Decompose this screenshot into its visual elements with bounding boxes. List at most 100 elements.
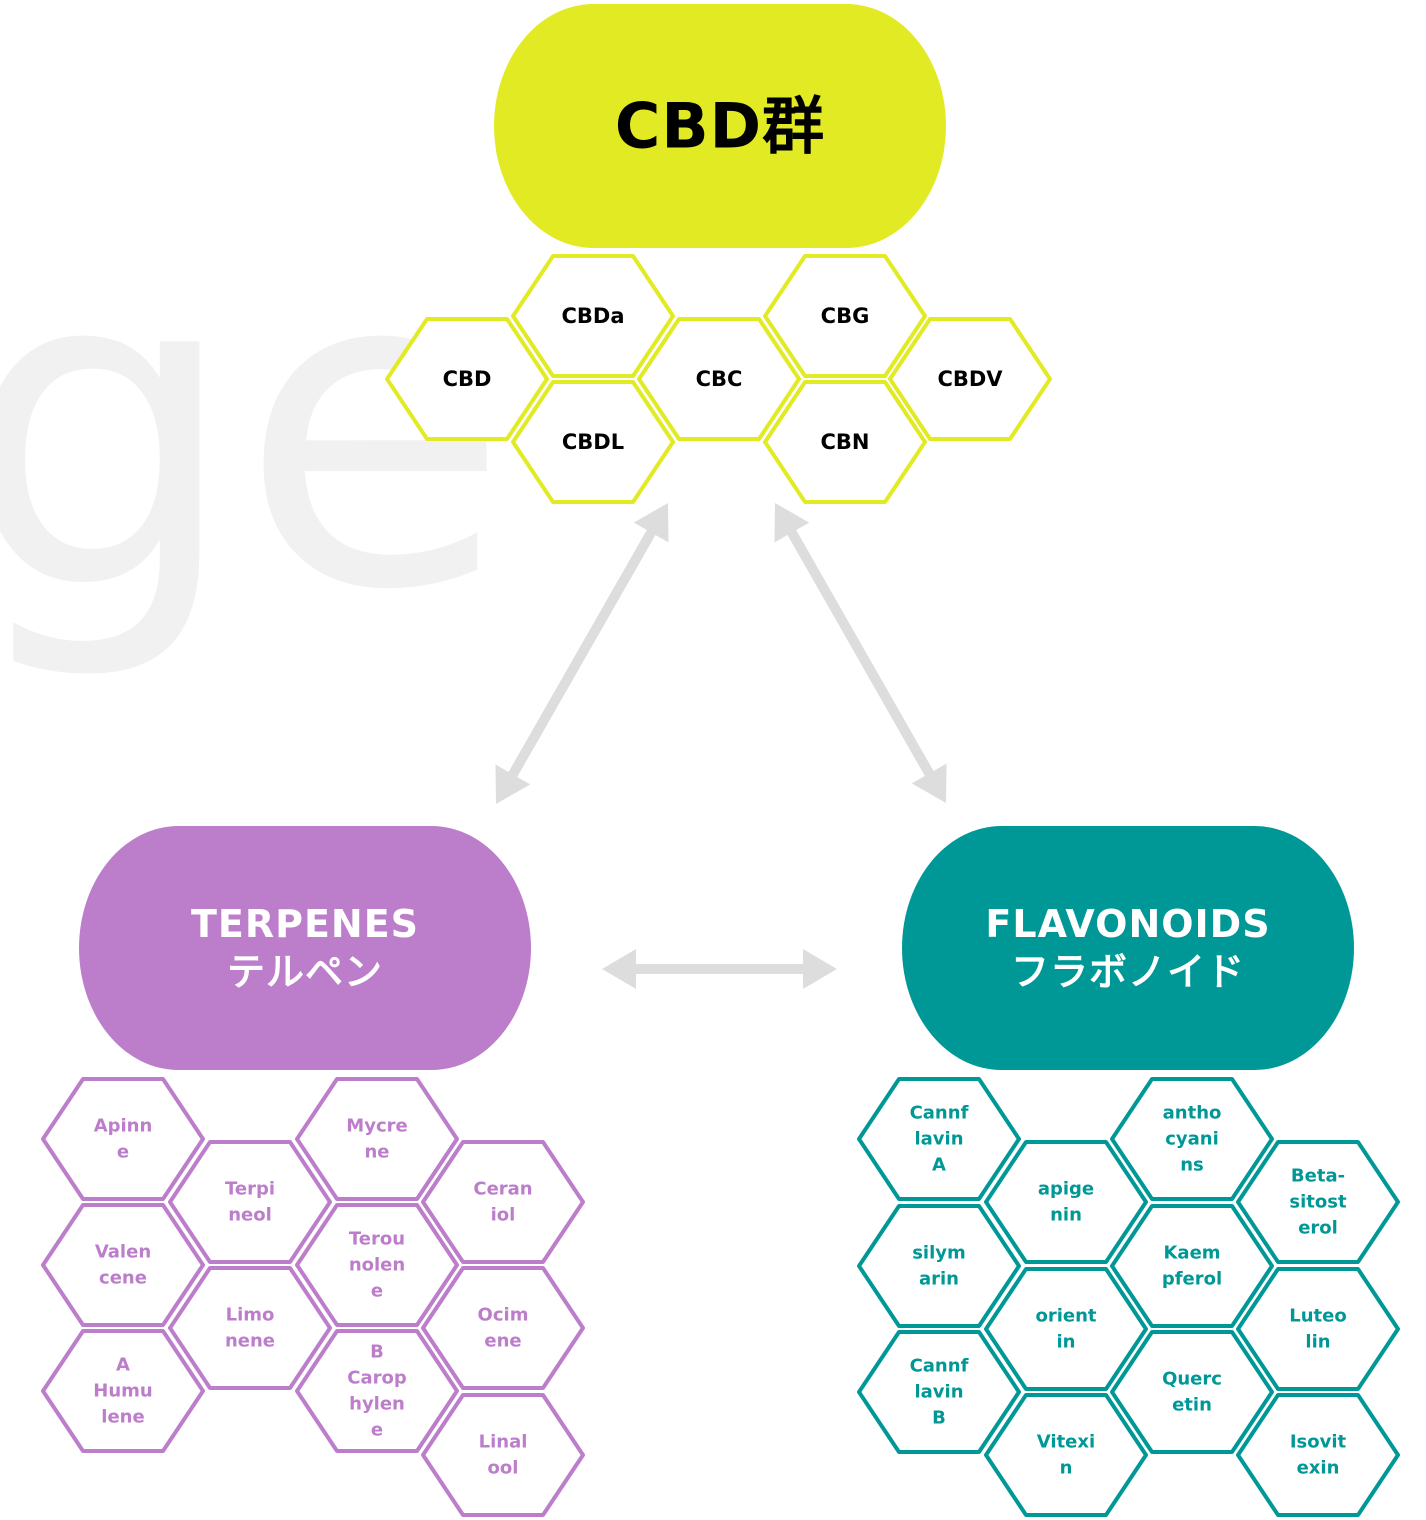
hexagon-cbg: CBG [763,254,927,378]
hexagon-label: lavin [914,1129,963,1150]
hexagon-label: etin [1172,1395,1212,1416]
hexagon-label: Isovit [1290,1432,1347,1453]
hexagon-outline [168,1140,332,1264]
hexagon-label: cene [99,1268,147,1289]
hexagon-cbd: CBD [385,317,549,441]
hexagon-outline [857,1077,1021,1201]
hexagon-label: arin [919,1269,959,1290]
hexagon-label: Kaem [1163,1243,1220,1264]
hexagon-outline [385,317,549,441]
hexagon-label: hylen [349,1394,405,1415]
hexagon-label: Cannf [910,1103,969,1124]
hexagon-label: lene [101,1407,144,1428]
hexagon-label: B [370,1342,384,1363]
hexagon-outline [168,1266,332,1390]
hexagon-valen-cene: Valen cene [41,1203,205,1327]
hexagon-label: CBN [821,430,870,454]
hexagon-label: neol [228,1205,272,1226]
hexagon-label: Terou [349,1229,405,1250]
hexagon-label: e [371,1420,383,1441]
hexagon-label: Ocim [478,1305,529,1326]
hexagon-b-carop-hylen-e: B Carop hylen e [295,1329,459,1453]
hexagon-label: Carop [347,1368,407,1389]
flavonoids-title-line: フラボノイド [1011,950,1245,994]
hexagon-cbda: CBDa [511,254,675,378]
hexagon-label: Humu [93,1381,152,1402]
hexagon-kaem-pferol: Kaem pferol [1110,1204,1274,1328]
hexagon-outline [41,1077,205,1201]
hexagon-label: B [932,1408,946,1429]
hexagon-ocim-ene: Ocim ene [421,1266,585,1390]
hexagon-label: Ceran [473,1179,532,1200]
hexagon-label: Limo [226,1305,275,1326]
hexagon-outline [421,1393,585,1517]
hexagon-label: apige [1038,1179,1094,1200]
cbd-title-line: CBD群 [615,90,825,163]
hexagon-label: Linal [479,1432,528,1453]
hexagon-label: erol [1298,1218,1338,1239]
hexagon-label: orient [1035,1306,1096,1327]
flavonoids-title-line: FLAVONOIDS [985,902,1270,946]
hexagon-terpi-neol: Terpi neol [168,1140,332,1264]
hexagon-label: lavin [914,1382,963,1403]
hexagon-label: silym [912,1243,966,1264]
terpenes-title-line: テルペン [227,950,383,994]
hexagon-label: ns [1180,1155,1204,1176]
hexagon-outline [984,1267,1148,1391]
hexagon-label: CBG [821,304,870,328]
hexagon-outline [1110,1330,1274,1454]
hexagon-label: ene [484,1331,521,1352]
hexagon-label: pferol [1162,1269,1222,1290]
hexagon-outline [1236,1393,1400,1517]
hexagon-label: iol [491,1205,516,1226]
hexagon-outline [295,1077,459,1201]
hexagon-outline [421,1266,585,1390]
hexagon-label: Terpi [225,1179,275,1200]
hexagon-outline [511,254,675,378]
hexagon-label: CBDa [561,304,624,328]
hexagon-label: nolen [349,1255,405,1276]
hexagon-a-humu-lene: A Humu lene [41,1329,205,1453]
terpenes-title-line: TERPENES [191,902,419,946]
hexagon-outline [637,317,801,441]
hexagon-label: CBDL [562,430,624,454]
hexagon-label: antho [1163,1103,1222,1124]
hexagon-label: CBDV [937,367,1003,391]
hexagon-limo-nene: Limo nene [168,1266,332,1390]
hexagon-outline [763,380,927,504]
hexagon-cbc: CBC [637,317,801,441]
hexagon-label: e [371,1281,383,1302]
hexagon-label: Cannf [910,1356,969,1377]
hexagon-outline [888,317,1052,441]
hexagon-outline [1236,1140,1400,1264]
hexagon-label: ne [364,1142,389,1163]
double-headed-arrow [774,503,947,803]
hexagon-outline [1236,1267,1400,1391]
hexagon-outline [857,1330,1021,1454]
arrows-layer [495,503,947,989]
hexagon-label: Valen [95,1242,151,1263]
hexagon-label: ool [488,1458,519,1479]
hexagon-label: A [116,1355,130,1376]
hexagon-outline [1110,1204,1274,1328]
hexagon-outline [41,1203,205,1327]
hexagon-linal-ool: Linal ool [421,1393,585,1517]
hexagon-label: e [117,1142,129,1163]
hexagon-outline [295,1329,459,1453]
hexagon-silym-arin: silym arin [857,1204,1021,1328]
double-headed-arrow [495,503,669,804]
flavonoids-group: FLAVONOIDSフラボノイドCannflavinAsilymarinCann… [857,826,1400,1517]
hexagon-label: lin [1305,1332,1330,1353]
hexagon-label: exin [1297,1458,1340,1479]
terpenes-capsule-shape [79,826,531,1070]
hexagon-label: nene [225,1331,275,1352]
